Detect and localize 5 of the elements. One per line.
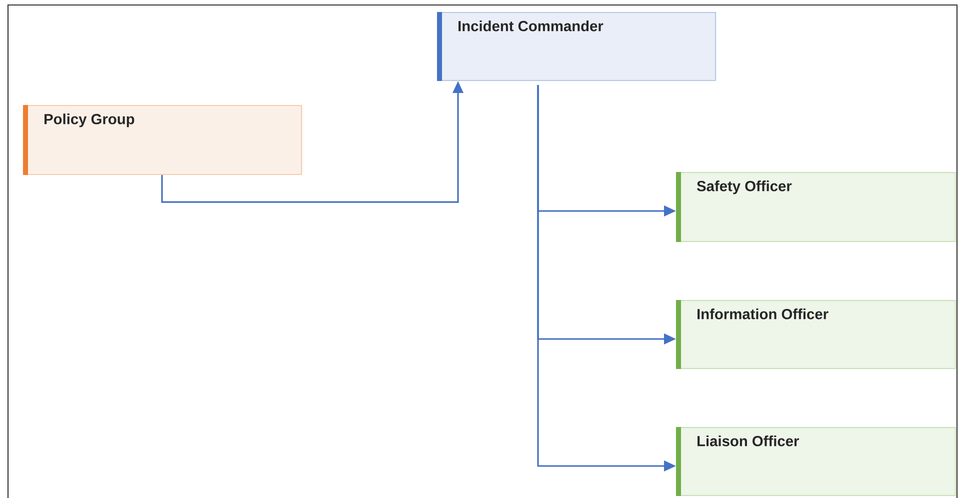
role-box: Information Officer [676,300,956,370]
role-box: Liaison Officer [676,426,956,496]
role-box: Safety Officer [676,172,956,242]
role-box: Policy Group [23,105,302,176]
role-box: Incident Commander [437,12,716,82]
